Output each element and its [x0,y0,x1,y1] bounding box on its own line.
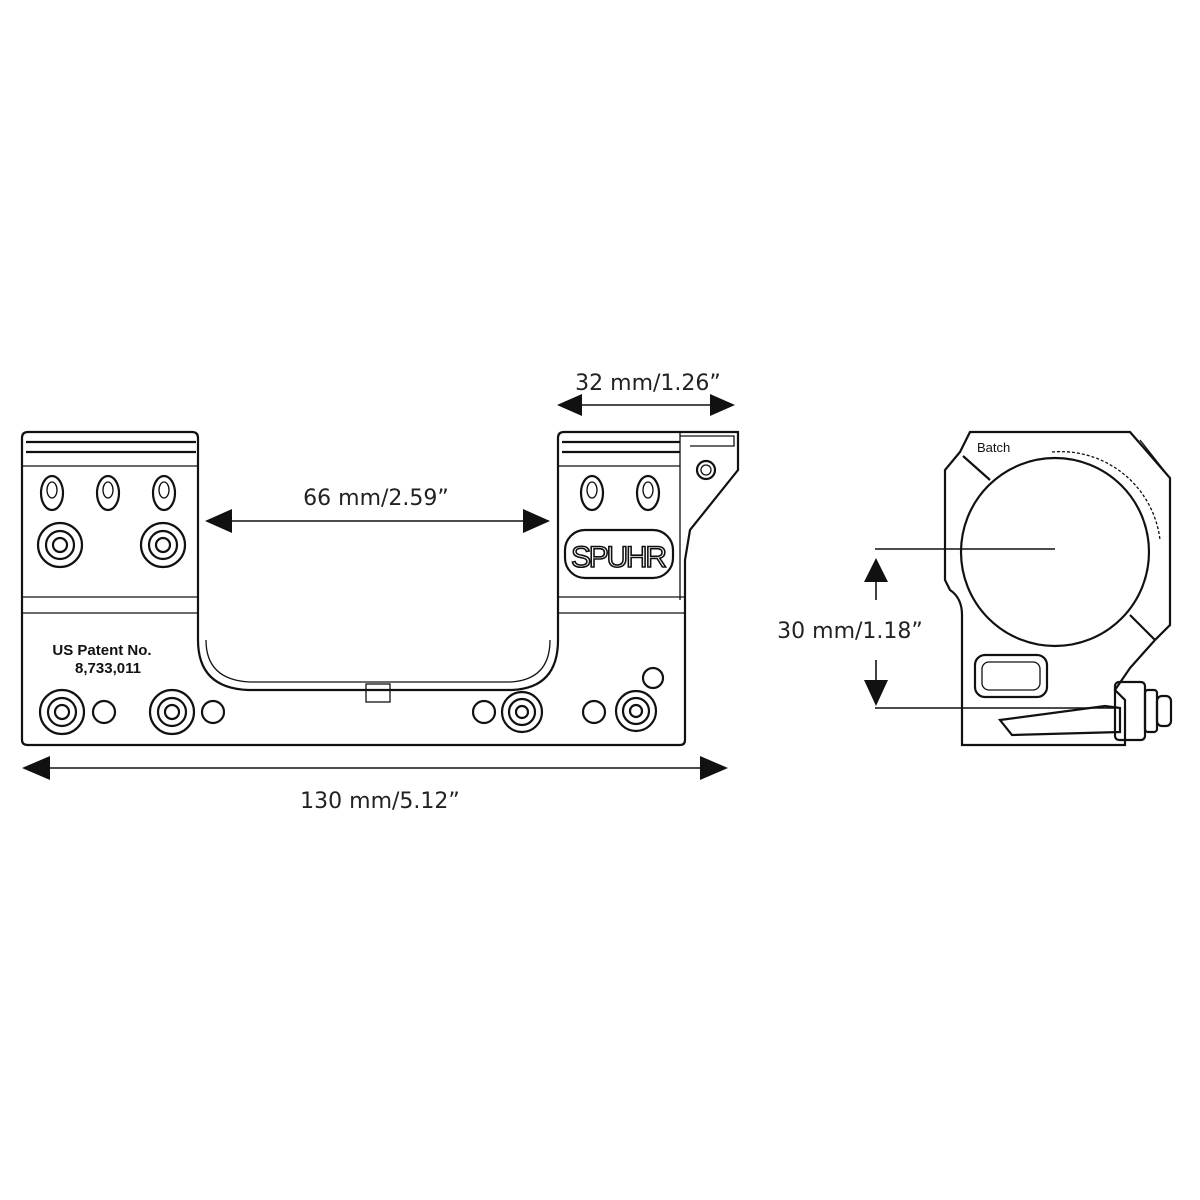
screw-icon [139,521,187,569]
small-hole-icon [471,699,497,725]
spuhr-logo: SPUHR [563,528,675,580]
ring-top-lines [22,432,735,703]
slot-icon [151,474,177,512]
small-hole-icon [641,666,665,690]
svg-text:30 mm/1.18”: 30 mm/1.18” [777,619,923,644]
svg-text:66 mm/2.59”: 66 mm/2.59” [303,486,449,511]
slot-icon [95,474,121,512]
screw-icon [148,688,196,736]
screw-icon [614,689,658,733]
screw-icon [38,688,86,736]
clamp-knob [997,680,1173,742]
mount-outline [20,430,740,747]
dimension-overall-length: 130 mm/5.12” [22,756,728,814]
dimension-center-height: 30 mm/1.18” [777,558,923,706]
batch-label: Batch [977,440,1010,455]
slot-icon [579,474,605,512]
svg-text:SPUHR: SPUHR [571,541,667,574]
svg-text:130 mm/5.12”: 130 mm/5.12” [300,789,460,814]
slot-holes [39,459,717,512]
svg-text:32 mm/1.26”: 32 mm/1.26” [575,371,721,396]
patent-number: 8,733,011 [75,660,141,677]
small-hole-icon [581,699,607,725]
front-view: Batch [875,430,1173,747]
patent-label: US Patent No. [52,642,151,659]
small-hole-icon [200,699,226,725]
slot-icon [39,474,65,512]
screws [36,521,665,736]
side-view: US Patent No. 8,733,011 SPUHR [20,430,740,747]
cross-slot [973,653,1049,699]
ring-outline [943,430,1172,747]
dimension-ring-width: 32 mm/1.26” [557,371,735,416]
tab-hole-icon [695,459,717,481]
slot-icon [635,474,661,512]
small-hole-icon [91,699,117,725]
scope-tube-bore [959,456,1151,648]
dimension-ring-spacing: 66 mm/2.59” [205,486,550,533]
screw-icon [500,690,544,734]
screw-icon [36,521,84,569]
